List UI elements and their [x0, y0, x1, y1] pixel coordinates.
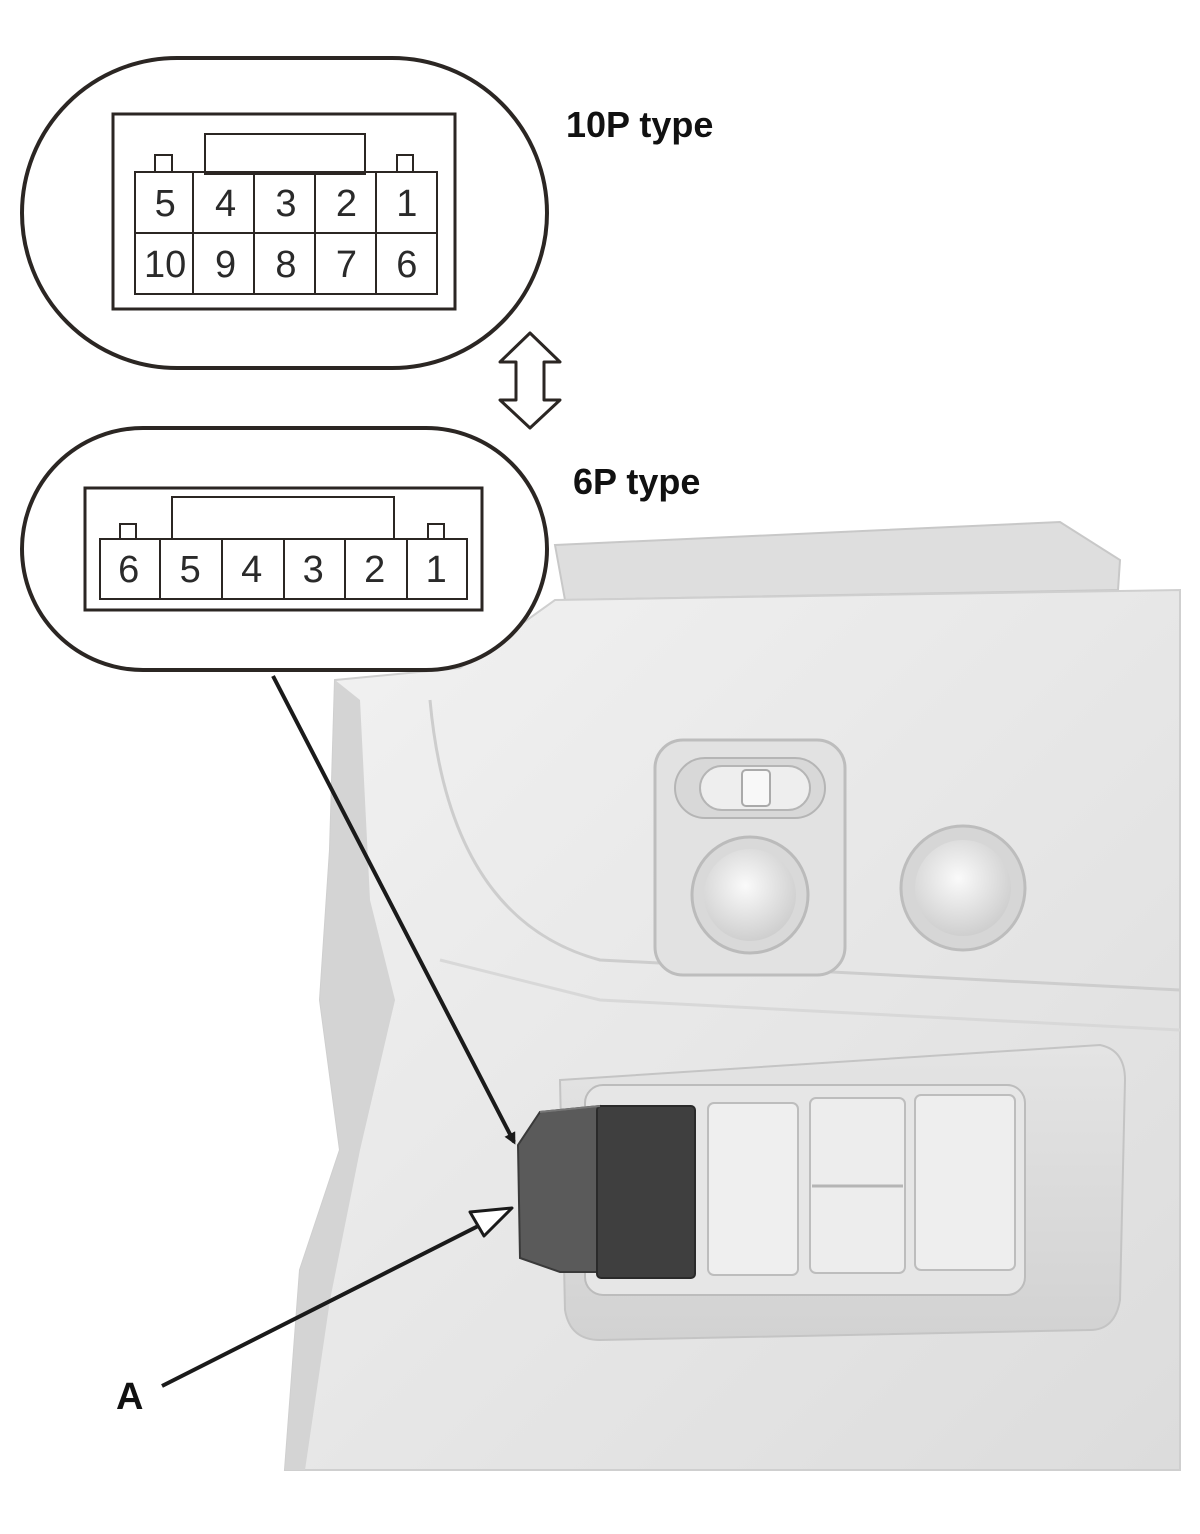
- pin-number-label: 9: [215, 244, 236, 286]
- pin-number-label: 1: [426, 549, 447, 591]
- type-6p-label: 6P type: [573, 461, 701, 502]
- swap-arrow-icon: [498, 331, 562, 430]
- pin-number-label: 2: [336, 183, 357, 225]
- type-10p-label: 10P type: [566, 104, 714, 145]
- pin-number-label: 6: [396, 244, 417, 286]
- mirror-switch: [653, 738, 847, 977]
- pin-number-label: 4: [241, 549, 262, 591]
- leader-line: [271, 675, 516, 1145]
- pin-number-label: 1: [396, 183, 417, 225]
- pin-number-label: 5: [180, 549, 201, 591]
- pin-number-label: 3: [275, 183, 296, 225]
- connector-a: [516, 1104, 696, 1279]
- pin-number-label: 6: [118, 549, 139, 591]
- pin-number-label: 8: [275, 244, 296, 286]
- pin-number-label: 4: [215, 183, 236, 225]
- pin-number-label: 10: [144, 244, 186, 286]
- callout-a-label: A: [116, 1376, 144, 1418]
- pin-number-label: 7: [336, 244, 357, 286]
- pin-number-label: 3: [303, 549, 324, 591]
- pin-number-label: 2: [364, 549, 385, 591]
- callout-a-arrow: [161, 1206, 514, 1388]
- round-knob: [899, 824, 1027, 952]
- pin-number-label: 5: [155, 183, 176, 225]
